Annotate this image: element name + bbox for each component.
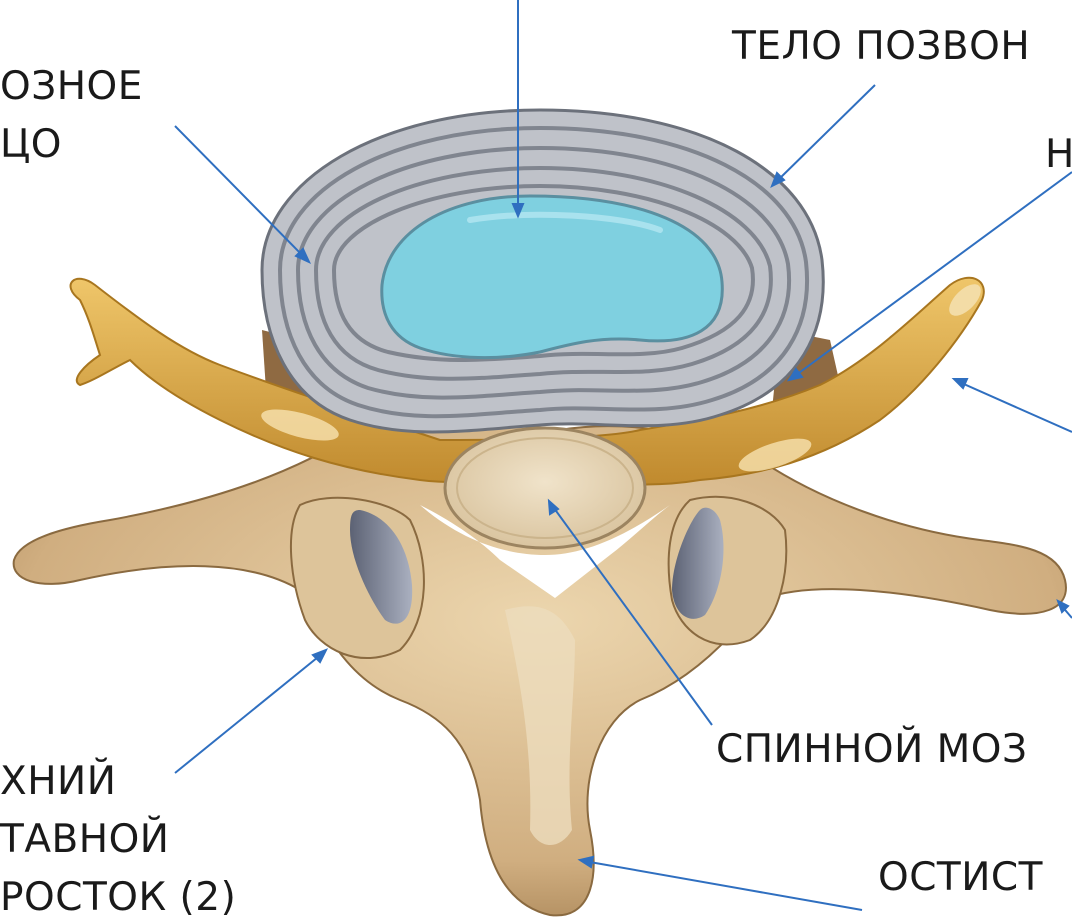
label-spinous-process: ОСТИСТ <box>878 853 1043 903</box>
pointer-superior <box>175 653 323 773</box>
pointer-spinous <box>584 861 862 910</box>
label-superior-line3: РОСТОК (2) <box>0 873 236 923</box>
label-spinal-cord: СПИННОЙ МОЗ <box>716 725 1028 775</box>
nucleus-pulposus <box>382 196 723 358</box>
pointer-transverse <box>957 381 1072 432</box>
spinal-cord <box>445 428 645 548</box>
pointer-body <box>775 85 875 183</box>
label-superior-line1: ХНИЙ <box>0 757 116 807</box>
label-annulus-line1: ОЗНОЕ <box>0 62 143 112</box>
label-n-partial: Н <box>1045 130 1072 180</box>
pointer-annulus <box>175 126 306 259</box>
label-vertebral-body: ТЕЛО ПОЗВОН <box>732 22 1030 72</box>
label-annulus-line2: ЦО <box>0 120 62 170</box>
arrowhead-transverse <box>954 379 967 388</box>
label-superior-line2: ТАВНОЙ <box>0 815 169 865</box>
